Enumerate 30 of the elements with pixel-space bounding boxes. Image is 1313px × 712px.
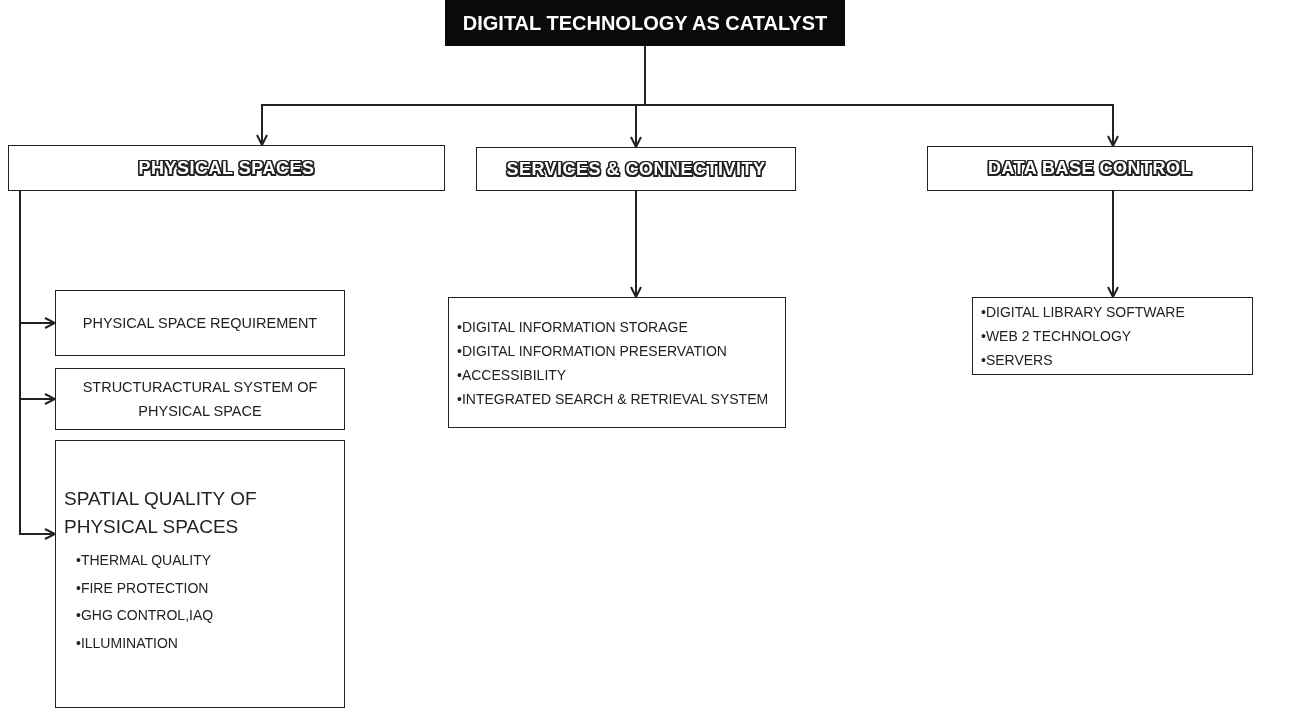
title-text: DIGITAL TECHNOLOGY AS CATALYST: [462, 11, 828, 35]
bullet-item-text: •WEB 2 TECHNOLOGY: [981, 327, 1133, 346]
arrow: [19, 190, 56, 540]
bullet-item-text: •DIGITAL INFORMATION PRESERVATION: [457, 341, 728, 361]
header-text: PHYSICAL SPACES: [138, 157, 315, 179]
category-header-box: [8, 145, 445, 191]
bullet-item-text: •GHG CONTROL,IAQ: [75, 606, 215, 625]
header-text: SERVICES & CONNECTIVITY: [506, 158, 766, 180]
item-text: SPATIAL QUALITY OF PHYSICAL SPACES: [64, 487, 258, 539]
bullet-item-text: •SERVERS: [981, 351, 1054, 370]
category-header-box: [476, 147, 796, 191]
category-header-box: [927, 146, 1253, 191]
arrow: [630, 190, 642, 298]
list-box: [448, 297, 786, 428]
bullet-item-text: •ILLUMINATION: [75, 633, 179, 653]
bullet-item-text: •THERMAL QUALITY: [75, 551, 213, 570]
list-box: [972, 297, 1253, 375]
item-text: STRUCTURACTURAL SYSTEM OF PHYSICAL SPACE: [81, 378, 319, 421]
title-box: [445, 0, 845, 46]
header-text: DATA BASE CONTROL: [987, 158, 1193, 179]
bullet-item-text: •ACCESSIBILITY: [457, 365, 568, 385]
item-box: [55, 368, 345, 430]
bullet-item-text: •DIGITAL INFORMATION STORAGE: [457, 317, 689, 337]
bullet-item-text: •INTEGRATED SEARCH & RETRIEVAL SYSTEM: [457, 389, 770, 409]
item-box: [55, 440, 345, 708]
bullet-item-text: •FIRE PROTECTION: [75, 578, 210, 598]
item-box: [55, 290, 345, 356]
item-text: PHYSICAL SPACE REQUIREMENT: [82, 314, 318, 333]
arrow: [1107, 190, 1119, 298]
bullet-item-text: •DIGITAL LIBRARY SOFTWARE: [981, 303, 1186, 322]
